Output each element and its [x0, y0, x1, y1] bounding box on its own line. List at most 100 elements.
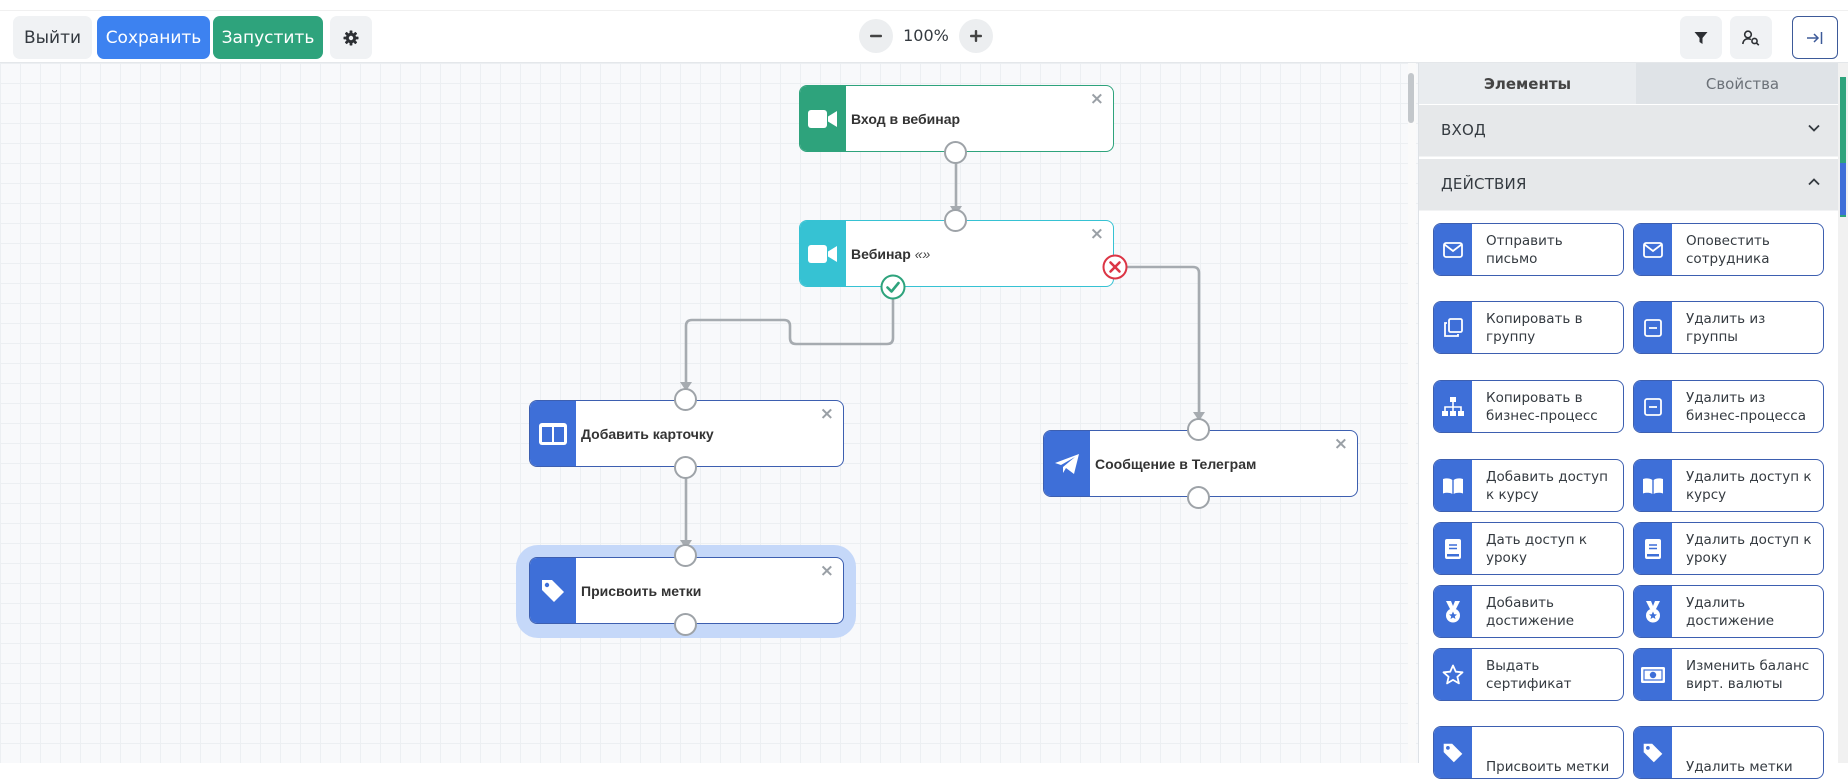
node-icon-box: [530, 558, 576, 623]
node-delete-button[interactable]: ×: [819, 561, 834, 581]
canvas-scrollbar[interactable]: [1408, 63, 1416, 763]
arrow-head: [680, 382, 692, 391]
section-title: ВХОД: [1441, 121, 1486, 139]
node-icon-box: [800, 86, 846, 151]
copy-icon: [1444, 317, 1463, 337]
node-title: Присвоить метки: [581, 582, 702, 599]
section-actions[interactable]: ДЕЙСТВИЯ: [1419, 159, 1839, 211]
node-delete-button[interactable]: ×: [819, 404, 834, 424]
node-delete-button[interactable]: ×: [1333, 434, 1348, 454]
action-icon-box: [1434, 224, 1472, 275]
connection-line: [684, 286, 895, 384]
node-input-port[interactable]: [944, 209, 967, 232]
top-toolbar: Выйти Сохранить Запустить 100%: [0, 10, 1848, 63]
money-bill-icon: [1641, 666, 1665, 683]
book-icon: [1645, 538, 1661, 559]
action-icon-box: [1434, 727, 1472, 778]
action-icon-box: [1634, 381, 1672, 432]
panel-scrollbar-thumb-entry[interactable]: [1840, 77, 1846, 217]
node-delete-button[interactable]: ×: [1089, 89, 1104, 109]
action-icon-box: [1634, 649, 1672, 700]
connection-line: [1115, 265, 1201, 414]
action-label: Присвоить метки: [1486, 759, 1610, 775]
gear-icon: [343, 30, 359, 45]
failure-port-x-icon[interactable]: [1102, 254, 1128, 280]
canvas-scrollbar-thumb[interactable]: [1408, 73, 1414, 123]
action-remove-tags[interactable]: Удалить метки: [1633, 726, 1824, 779]
node-output-port[interactable]: [674, 613, 697, 636]
envelope-icon: [1643, 241, 1663, 258]
node-title: Вход в вебинар: [851, 110, 961, 127]
action-icon-box: [1634, 523, 1672, 574]
action-icon-box: [1634, 302, 1672, 353]
tab-properties[interactable]: Свойства: [1636, 63, 1848, 104]
book-open-icon: [1643, 477, 1663, 494]
user-search-button[interactable]: [1730, 16, 1772, 59]
zoom-level: 100%: [903, 26, 949, 45]
action-icon-box: [1434, 302, 1472, 353]
run-button[interactable]: Запустить: [213, 16, 323, 59]
plus-icon: [970, 30, 982, 42]
medal-icon: [1446, 600, 1460, 622]
settings-button[interactable]: [330, 16, 372, 59]
minus-icon: [870, 34, 882, 38]
node-telegram-message[interactable]: Сообщение в Телеграм ×: [1043, 430, 1358, 497]
tag-icon: [1443, 743, 1463, 762]
success-port-check-icon[interactable]: [880, 274, 906, 300]
node-delete-button[interactable]: ×: [1089, 224, 1104, 244]
node-add-card[interactable]: Добавить карточку ×: [529, 400, 844, 467]
node-title-text: Вебинар: [851, 245, 911, 262]
panel-scrollbar-thumb-actions[interactable]: [1840, 163, 1846, 215]
node-subtitle: «»: [914, 245, 931, 262]
save-button[interactable]: Сохранить: [97, 16, 210, 59]
section-entry[interactable]: ВХОД: [1419, 105, 1839, 157]
action-icon-box: [1634, 224, 1672, 275]
node-output-port[interactable]: [674, 456, 697, 479]
zoom-in-button[interactable]: [959, 19, 993, 53]
video-camera-icon: [808, 109, 837, 128]
video-camera-icon: [808, 244, 837, 263]
columns-icon: [539, 422, 567, 445]
section-title: ДЕЙСТВИЯ: [1441, 175, 1527, 193]
elements-panel: Элементы Свойства ВХОД ДЕЙСТВИЯ Отправит…: [1418, 63, 1848, 779]
node-input-port[interactable]: [1187, 418, 1210, 441]
action-label: Удалить метки: [1686, 759, 1793, 775]
node-output-port[interactable]: [1187, 486, 1210, 509]
collapse-panel-button[interactable]: [1792, 16, 1838, 59]
workflow-canvas[interactable]: [0, 63, 1418, 763]
node-title: Сообщение в Телеграм: [1095, 455, 1257, 472]
node-webinar-entry[interactable]: Вход в вебинар ×: [799, 85, 1114, 152]
filter-button[interactable]: [1680, 16, 1722, 59]
panel-scrollbar[interactable]: [1838, 63, 1848, 763]
exit-button[interactable]: Выйти: [13, 16, 92, 59]
connections-layer: [680, 152, 1205, 549]
sitemap-icon: [1442, 396, 1464, 416]
node-assign-tags[interactable]: Присвоить метки ×: [529, 557, 844, 624]
node-icon-box: [1044, 431, 1090, 496]
zoom-out-button[interactable]: [859, 19, 893, 53]
node-output-port[interactable]: [944, 141, 967, 164]
node-input-port[interactable]: [674, 544, 697, 567]
tab-elements[interactable]: Элементы: [1419, 63, 1636, 104]
action-icon-box: [1634, 586, 1672, 637]
action-assign-tags[interactable]: Присвоить метки: [1433, 726, 1624, 779]
envelope-icon: [1443, 241, 1463, 258]
node-input-port[interactable]: [674, 388, 697, 411]
